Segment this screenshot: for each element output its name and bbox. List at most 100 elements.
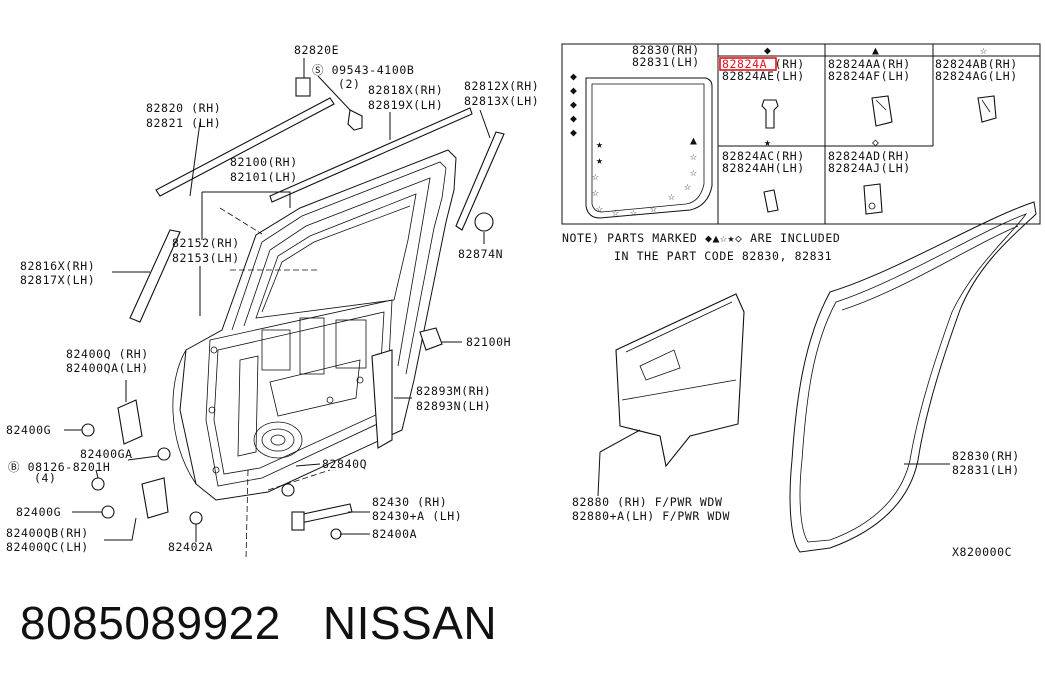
- callout-82816x: 82816X(RH): [20, 259, 95, 273]
- grommet-82874n: [474, 212, 494, 232]
- marker-star-outline: ☆: [650, 201, 658, 215]
- marker-star-outline: ☆: [592, 185, 600, 199]
- callout-82400qc: 82400QC(LH): [6, 540, 89, 554]
- inset-82830: 82830(RH): [632, 43, 700, 57]
- marker-star-outline: ☆: [592, 169, 600, 183]
- marker-star-outline: ☆: [612, 205, 620, 219]
- cell3-line2: 82824AG(LH): [935, 69, 1018, 83]
- cell5-line1: 82824AD(RH): [828, 149, 911, 163]
- bolt-82400g-lower: [101, 505, 115, 519]
- clip-icon-82824ab: [977, 95, 997, 123]
- diagram-code: X820000C: [952, 545, 1012, 559]
- callout-82430: 82430 (RH): [372, 495, 447, 509]
- callout-82831-main: 82831(LH): [952, 463, 1020, 477]
- callout-bolt-09543: Ⓢ 09543-4100B: [312, 63, 414, 77]
- door-weatherstrip-82830: [789, 201, 1037, 553]
- callout-82400ga: 82400GA: [80, 447, 133, 461]
- sash-tape-rear: [129, 229, 181, 323]
- bolt-08126: [91, 477, 105, 491]
- callout-82874n: 82874N: [458, 247, 503, 261]
- marker-star-outline: ☆: [690, 165, 698, 179]
- callout-82430a: 82430+A (LH): [372, 509, 462, 523]
- marker-star-outline: ☆: [630, 205, 638, 219]
- marker-diamond: ◆: [570, 125, 578, 139]
- cell4-line1: 82824AC(RH): [722, 149, 805, 163]
- callout-bolt-08126: Ⓑ 08126-8201H: [8, 460, 110, 474]
- callout-bolt-08126-qty: (4): [34, 471, 57, 485]
- inset-82831: 82831(LH): [632, 55, 700, 69]
- clip-82840q: [281, 483, 295, 497]
- cell4-line2: 82824AH(LH): [722, 161, 805, 175]
- callout-82880a: 82880+A(LH) F/PWR WDW: [572, 509, 730, 523]
- callout-82400g-upper: 82400G: [6, 423, 51, 437]
- outer-moulding-strip: [155, 97, 335, 197]
- callout-82400q: 82400Q (RH): [66, 347, 149, 361]
- cell3-line1: 82824AB(RH): [935, 57, 1018, 71]
- marker-star-outline: ☆: [690, 149, 698, 163]
- callout-82101: 82101(LH): [230, 170, 298, 184]
- brand-name: NISSAN: [322, 597, 498, 649]
- cell1-line2: 82824AE(LH): [722, 69, 805, 83]
- callout-82152: 82152(RH): [172, 236, 240, 250]
- callout-82100h: 82100H: [466, 335, 511, 349]
- bolt-82400g-upper: [81, 423, 95, 437]
- callout-82153: 82153(LH): [172, 251, 240, 265]
- callout-bolt-qty: (2): [338, 77, 361, 91]
- plug-82100h: [419, 327, 443, 351]
- callout-82893n: 82893N(LH): [416, 399, 491, 413]
- weatherstrip-outer: [269, 107, 473, 203]
- clip-inset-table: 82830(RH) 82831(LH) ◆ ◆ ◆ ◆ ◆ ★ ★ ☆ ☆ ☆ …: [561, 43, 1041, 263]
- cell1-line1: 82824A (RH): [722, 57, 805, 71]
- callout-82400qb: 82400QB(RH): [6, 526, 89, 540]
- callout-82840q: 82840Q: [322, 457, 367, 471]
- callout-82813x: 82813X(LH): [464, 94, 539, 108]
- bolt-82400ga: [157, 447, 171, 461]
- footer: 8085089922 NISSAN: [20, 596, 539, 650]
- hinge-lower: [141, 477, 169, 519]
- clip-icon-82824ac: [763, 189, 779, 213]
- col-diamond-outline-icon: ◇: [872, 135, 880, 149]
- callout-82821: 82821 (LH): [146, 116, 221, 130]
- marker-diamond: ◆: [570, 97, 578, 111]
- callouts: 82820E Ⓢ 09543-4100B (2) 82820 (RH) 8282…: [6, 43, 539, 554]
- callout-82820: 82820 (RH): [146, 101, 221, 115]
- callout-82819x: 82819X(LH): [368, 98, 443, 112]
- marker-star-outline: ☆: [668, 189, 676, 203]
- callout-82893m: 82893M(RH): [416, 384, 491, 398]
- leader-lines: [64, 58, 491, 561]
- col-star-filled-icon: ★: [764, 135, 772, 149]
- marker-diamond: ◆: [570, 83, 578, 97]
- callout-82400qa: 82400QA(LH): [66, 361, 149, 375]
- bolt-09543: [347, 109, 363, 131]
- clip-icon-82824aa: [871, 95, 893, 127]
- inset-weatherstrip-outline: [585, 77, 713, 219]
- col-diamond-icon: ◆: [764, 43, 772, 57]
- trim-82893m: [371, 349, 393, 449]
- callout-82100: 82100(RH): [230, 155, 298, 169]
- hinge-upper: [117, 399, 143, 445]
- marker-star-outline: ☆: [596, 201, 604, 215]
- clip-82820e: [295, 77, 311, 97]
- callout-82820e: 82820E: [294, 43, 339, 57]
- marker-diamond: ◆: [570, 111, 578, 125]
- sash-tape-front: [455, 131, 505, 231]
- callout-82817x: 82817X(LH): [20, 273, 95, 287]
- callout-82400a: 82400A: [372, 527, 417, 541]
- marker-diamond: ◆: [570, 69, 578, 83]
- marker-star-outline: ☆: [684, 179, 692, 193]
- part-number: 8085089922: [20, 597, 281, 649]
- col-triangle-icon: ▲: [872, 43, 880, 57]
- col-star-outline-icon: ☆: [980, 43, 988, 57]
- clip-icon-82824ad: [863, 183, 883, 215]
- callout-82400g-lower: 82400G: [16, 505, 61, 519]
- door-assembly: [172, 149, 457, 501]
- marker-star-filled: ★: [596, 153, 604, 167]
- callout-82830-main: 82830(RH): [952, 449, 1020, 463]
- callout-82818x: 82818X(RH): [368, 83, 443, 97]
- note-line-2: IN THE PART CODE 82830, 82831: [614, 249, 832, 263]
- marker-triangle: ▲: [690, 133, 698, 147]
- check-link-bracket: [291, 511, 305, 531]
- callout-82880: 82880 (RH) F/PWR WDW: [572, 495, 722, 509]
- cell2-line2: 82824AF(LH): [828, 69, 911, 83]
